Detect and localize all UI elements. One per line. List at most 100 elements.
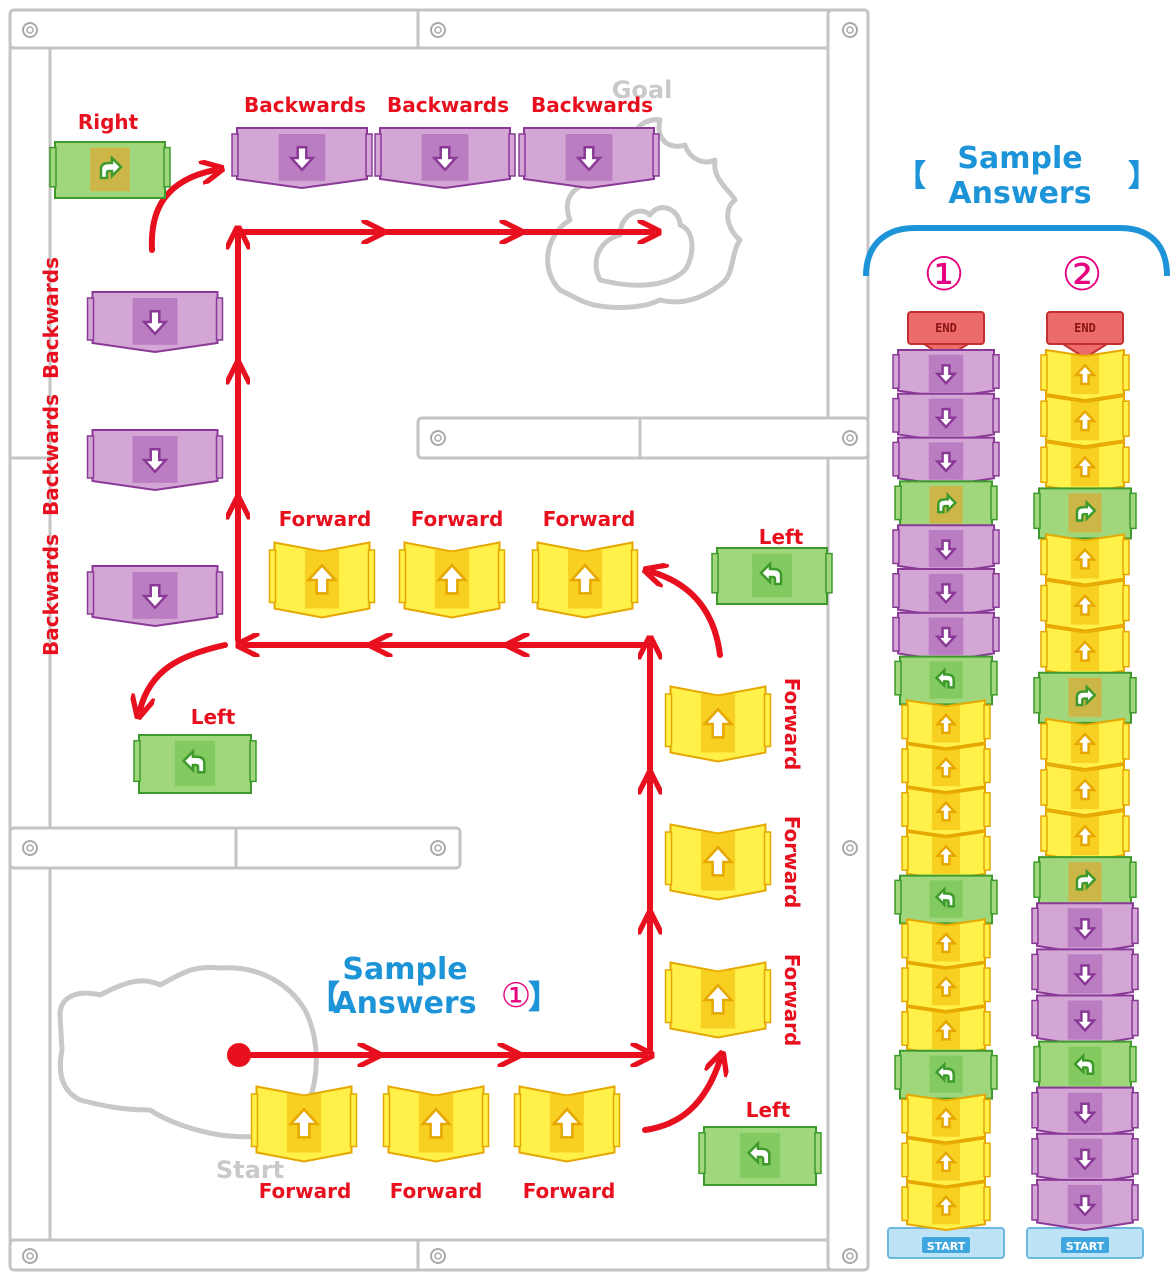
stack-piece-back-19 xyxy=(1031,1178,1139,1232)
arrow-down-icon xyxy=(934,539,958,561)
start-car-outline xyxy=(57,964,319,1140)
arrow-up-icon xyxy=(934,800,958,822)
arrow-down-icon xyxy=(1073,964,1097,987)
turn-right-icon xyxy=(937,492,958,514)
stack-piece-back-2 xyxy=(892,392,1000,443)
arrow-up-icon xyxy=(701,983,735,1015)
arrow-down-icon xyxy=(431,146,459,172)
arrow-down-icon xyxy=(934,583,958,605)
arrow-down-icon xyxy=(1073,1148,1097,1171)
column2-number: ② xyxy=(1061,247,1102,301)
piece-back-side-1 xyxy=(86,291,224,354)
label-backwards-top-1: Backwards xyxy=(244,93,366,117)
piece-fwd-side-3 xyxy=(664,961,772,1039)
stack-piece-right-8 xyxy=(1033,671,1137,724)
stack-piece-back-17 xyxy=(1031,1086,1139,1139)
label-right: Right xyxy=(78,110,139,134)
arrow-up-icon xyxy=(568,563,602,595)
stack-piece-back-14 xyxy=(1031,948,1139,1001)
label-forward-mid-2: Forward xyxy=(411,507,504,531)
label-left-mid-left: Left xyxy=(191,705,236,729)
label-forward-side-3: Forward xyxy=(780,954,804,1047)
caption-number: ① xyxy=(501,976,531,1016)
label-backwards-side-2: Backwards xyxy=(39,394,63,516)
piece-fwd-mid-1 xyxy=(268,541,376,619)
start-dot xyxy=(227,1043,251,1067)
panel-bracket-arc xyxy=(863,225,1170,277)
arrow-down-icon xyxy=(934,364,958,386)
stack-piece-fwd-2 xyxy=(1040,394,1130,448)
stack-piece-right-4 xyxy=(894,480,998,531)
turn-left-icon xyxy=(934,1061,955,1083)
piece-right-top xyxy=(49,141,171,199)
arrow-down-icon xyxy=(141,448,169,474)
arrow-up-icon xyxy=(934,975,958,997)
start-block: START xyxy=(887,1227,1005,1259)
arrow-down-icon xyxy=(141,584,169,610)
arrow-down-icon xyxy=(575,146,603,172)
start-label: START xyxy=(927,1240,966,1253)
end-label: END xyxy=(1074,321,1096,335)
label-forward-mid-3: Forward xyxy=(543,507,636,531)
stack-piece-fwd-10 xyxy=(1040,763,1130,817)
arrow-down-icon xyxy=(1073,1010,1097,1033)
arrow-up-icon xyxy=(934,844,958,866)
stack-piece-back-18 xyxy=(1031,1132,1139,1185)
label-forward-bottom-3: Forward xyxy=(523,1179,616,1203)
stack-piece-right-4 xyxy=(1033,487,1137,540)
caption-open-bracket: 【 xyxy=(308,978,340,1016)
arrow-up-icon xyxy=(1073,778,1097,801)
board-frame xyxy=(8,8,870,1272)
arrow-up-icon xyxy=(934,1107,958,1129)
arrow-up-icon xyxy=(419,1107,453,1139)
piece-left-bottom xyxy=(698,1126,822,1186)
route-labels: Right Backwards Backwards Backwards Back… xyxy=(39,93,804,1203)
stack-piece-fwd-18 xyxy=(901,1093,991,1144)
stack-piece-fwd-3 xyxy=(1040,441,1130,494)
route-pieces xyxy=(49,127,833,1186)
stack-piece-back-13 xyxy=(1031,902,1139,955)
piece-fwd-mid-2 xyxy=(398,541,506,619)
stack-piece-back-5 xyxy=(892,524,1000,575)
arrow-up-icon xyxy=(1073,547,1097,570)
end-block: END xyxy=(1046,311,1124,360)
piece-fwd-bottom-3 xyxy=(513,1085,621,1163)
arrow-up-icon xyxy=(1073,824,1097,847)
arrow-up-icon xyxy=(1073,593,1097,616)
piece-left-mid-left xyxy=(133,734,257,794)
stack-piece-fwd-20 xyxy=(901,1181,991,1232)
panel-title-line1: Sample xyxy=(957,141,1082,176)
route-arrows xyxy=(140,170,720,1133)
end-label: END xyxy=(935,321,957,335)
answer1-stack: END START xyxy=(887,311,1005,1259)
arrow-up-icon xyxy=(934,1019,958,1041)
arrow-up-icon xyxy=(934,1151,958,1173)
caption-line1: Sample xyxy=(342,952,467,987)
stack-piece-fwd-12 xyxy=(901,830,991,881)
piece-left-mid-right xyxy=(711,547,833,605)
piece-fwd-bottom-2 xyxy=(382,1085,490,1163)
label-forward-bottom-2: Forward xyxy=(390,1179,483,1203)
arrow-up-icon xyxy=(934,713,958,735)
turn-left-icon xyxy=(934,667,955,689)
piece-back-top-1 xyxy=(231,127,373,190)
stack-piece-fwd-19 xyxy=(901,1137,991,1188)
stack-piece-fwd-11 xyxy=(901,786,991,837)
arrow-up-icon xyxy=(934,932,958,954)
piece-back-side-3 xyxy=(86,565,224,628)
turn-left-icon xyxy=(1073,1052,1095,1076)
stack-piece-fwd-10 xyxy=(901,743,991,794)
turn-right-icon xyxy=(99,154,123,180)
stack-piece-fwd-16 xyxy=(901,1005,991,1056)
start-label: Start xyxy=(216,1156,284,1184)
arrow-up-icon xyxy=(1073,639,1097,662)
label-left-mid-right: Left xyxy=(759,525,804,549)
arrow-up-icon xyxy=(550,1107,584,1139)
stack-piece-back-6 xyxy=(892,568,1000,618)
caption-close-bracket: 】 xyxy=(528,978,560,1016)
stack-piece-left-13 xyxy=(894,874,998,925)
turn-right-icon xyxy=(1075,499,1097,522)
goal-label: Goal xyxy=(612,76,673,104)
stack-piece-fwd-9 xyxy=(1040,717,1130,770)
